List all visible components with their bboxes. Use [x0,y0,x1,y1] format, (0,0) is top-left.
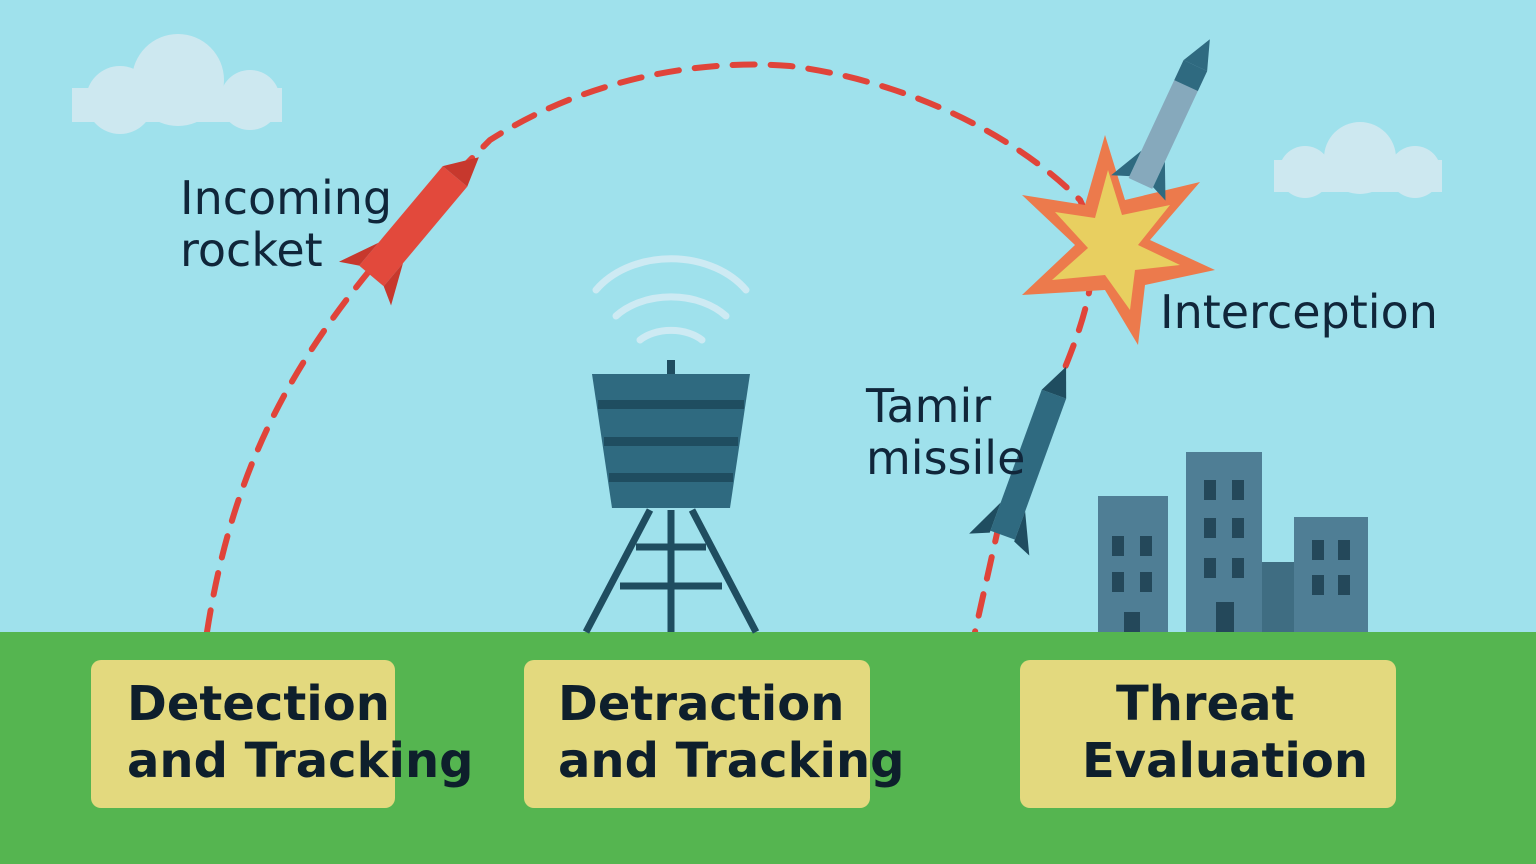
city-buildings-icon [1098,452,1368,632]
cloud-left [72,34,282,134]
explosion-icon [1022,135,1215,345]
interception-label: Interception [1160,285,1438,339]
detection-tracking-box: Detection and Tracking [91,660,474,808]
threat-evaluation-box: Threat Evaluation [1020,660,1396,808]
radar-wave-icon [592,255,750,344]
interceptor-upper-icon [1111,39,1210,201]
radar-tower-icon [582,360,760,634]
incoming-label-line1: Incoming [180,171,393,225]
incoming-label-line2: rocket [180,223,323,277]
rocket-trajectory [204,61,1096,635]
box-line: Threat [1116,676,1295,732]
box-line: and Tracking [558,733,905,789]
box-line: and Tracking [127,733,474,789]
tamir-missile-label: Tamir missile [866,380,1025,484]
tamir-label-line2: missile [866,431,1026,485]
box-line: Detraction [558,676,845,732]
box-line: Evaluation [1082,733,1369,789]
cloud-right [1274,122,1442,198]
tamir-label-line1: Tamir [866,379,992,433]
detraction-tracking-box: Detraction and Tracking [524,660,905,808]
incoming-rocket-icon [338,157,479,306]
box-line: Detection [127,676,390,732]
incoming-rocket-label: Incoming rocket [180,172,392,276]
